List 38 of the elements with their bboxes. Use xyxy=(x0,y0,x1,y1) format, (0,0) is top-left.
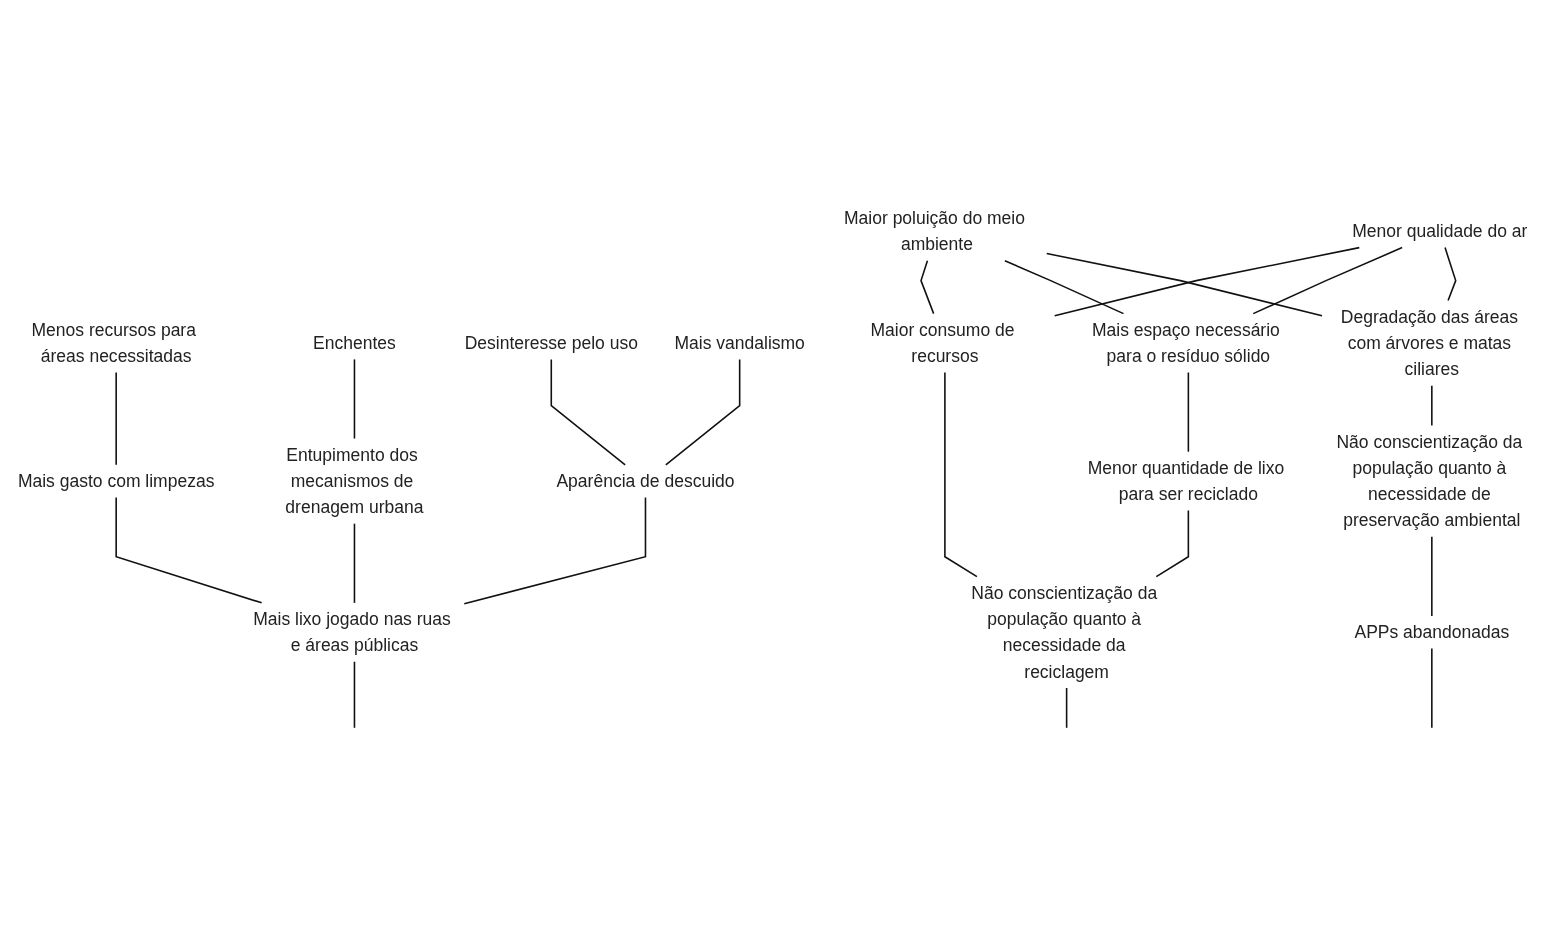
connector-line xyxy=(1444,246,1457,302)
connector-line xyxy=(1431,536,1433,617)
connector-line xyxy=(353,522,356,604)
connector-line xyxy=(1004,259,1125,315)
cause-effect-text: Menos recursos para áreas necessitadas xyxy=(31,320,196,367)
connector-line xyxy=(550,358,626,466)
cause-effect-text: Não conscientização da população quanto à necessidade da reciclagem xyxy=(971,582,1158,682)
cause-effect-text: Desinteresse pelo uso xyxy=(464,333,638,354)
cause-effect-text: Maior poluição do meio ambiente xyxy=(844,208,1025,255)
connector-line xyxy=(944,371,978,578)
cause-effect-text: APPs abandonadas xyxy=(1354,622,1510,643)
cause-effect-text: Mais gasto com limpezas xyxy=(17,471,215,492)
cause-effect-text: Mais vandalismo xyxy=(674,333,805,354)
connector-line xyxy=(1155,509,1190,578)
cause-effect-text: Menor qualidade do ar xyxy=(1352,221,1528,242)
connector-line xyxy=(665,358,741,466)
connector-line xyxy=(115,371,117,466)
connector-line xyxy=(463,496,647,605)
cause-effect-text: Degradação das áreas com árvores e matas ciliares xyxy=(1340,306,1518,380)
cause-effect-text: Não conscientização da população quanto à necessidade de preservação ambiental xyxy=(1336,431,1523,531)
connector-line xyxy=(920,259,935,315)
cause-effect-text: Entupimento dos mecanismos de drenagem urbana xyxy=(285,444,424,518)
cause-effect-text: Maior consumo de recursos xyxy=(870,320,1015,367)
connector-line xyxy=(1431,384,1433,427)
connector-line xyxy=(1065,687,1068,729)
connector-line xyxy=(353,660,356,729)
connector-line xyxy=(1431,647,1433,729)
connector-line xyxy=(1045,252,1323,317)
connector-line xyxy=(115,496,263,604)
connector-line xyxy=(1252,246,1403,315)
connector-line xyxy=(1053,246,1361,317)
cause-effect-text: Aparência de descuido xyxy=(556,471,735,492)
cause-effect-text: Enchentes xyxy=(313,333,396,354)
connector-line xyxy=(1187,371,1190,453)
cause-effect-text: Menor quantidade de lixo para ser reciclado xyxy=(1087,458,1285,505)
connector-line xyxy=(353,358,356,440)
cause-effect-text: Mais lixo jogado nas ruas e áreas públicas xyxy=(253,609,451,656)
cause-effect-text: Mais espaço necessário para o resíduo sólido xyxy=(1092,320,1280,367)
